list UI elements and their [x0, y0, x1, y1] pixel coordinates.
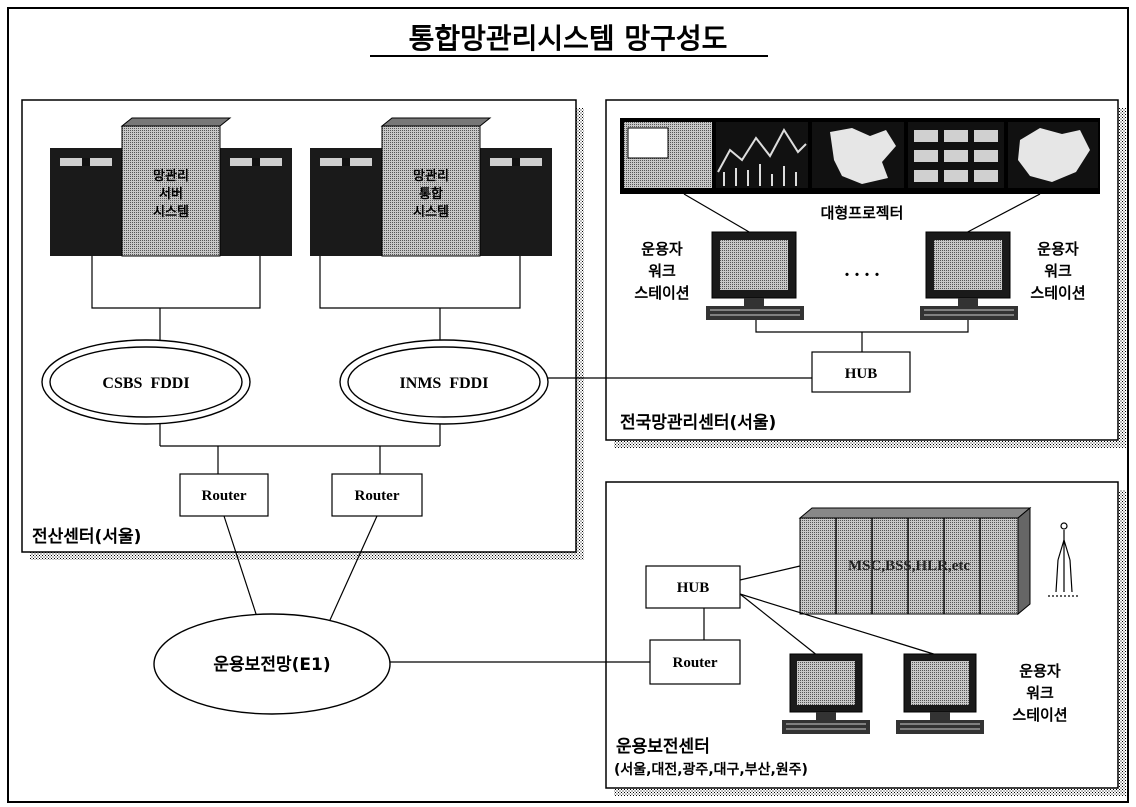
ops-ws-label-2: 워크 — [1026, 684, 1054, 702]
ws-dots: . . . . — [845, 259, 880, 281]
ops-hub-label: HUB — [677, 580, 710, 596]
proj-link-right — [959, 193, 1041, 237]
computing-center: 망관리 서버 시스템 망관리 통합 시스템 — [21, 99, 584, 560]
national-hub — [811, 351, 911, 393]
proj-link-left — [683, 193, 757, 237]
workstation-right — [920, 231, 1018, 320]
fddi-right-label: INMS FDDI — [400, 375, 489, 392]
diagram-title: 통합망관리시스템 망구성도 — [409, 22, 728, 55]
national-center: 대형프로젝터 운용자 워크 스테이션 운용자 워크 스테이션 . . . . — [605, 99, 1126, 448]
ws-left-label-1: 운용자 — [641, 240, 683, 258]
ws-left-label-3: 스테이션 — [634, 284, 689, 302]
cabinet-label: MSC,BSS,HLR,etc — [848, 558, 970, 574]
ws-right-label-1: 운용자 — [1037, 240, 1079, 258]
server-right-label-2: 통합 — [419, 186, 443, 202]
server-right-label-1: 망관리 — [413, 168, 449, 184]
router-left — [179, 473, 269, 517]
antenna-icon — [1048, 522, 1080, 597]
router-right — [331, 473, 423, 517]
e1-network-label: 운용보전망(E1) — [213, 655, 330, 675]
ws-hub-links — [755, 320, 969, 352]
projector-panels — [620, 118, 1100, 194]
server-left-label-2: 서버 — [159, 186, 183, 202]
fddi-ring-right: INMS FDDI — [339, 339, 549, 425]
fddi-ring-left: CSBS FDDI — [41, 339, 251, 425]
e1-network: 운용보전망(E1) — [153, 515, 650, 715]
router-right-label: Router — [355, 488, 400, 504]
operations-center: MSC,BSS,HLR,etc HUB Router — [605, 481, 1126, 796]
server-links — [91, 256, 521, 340]
computing-center-label: 전산센터(서울) — [32, 527, 141, 547]
ops-hub — [645, 565, 741, 609]
switching-cabinet: MSC,BSS,HLR,etc — [798, 506, 1032, 616]
ws-right-label-2: 워크 — [1044, 262, 1072, 280]
ops-workstation-1 — [782, 653, 870, 734]
national-center-label: 전국망관리센터(서울) — [620, 413, 776, 433]
ws-left-label-2: 워크 — [648, 262, 676, 280]
national-hub-label: HUB — [845, 366, 878, 382]
server-group-right: 망관리 통합 시스템 — [310, 117, 552, 257]
ops-hub-links — [703, 565, 941, 657]
server-right-label-3: 시스템 — [413, 205, 449, 220]
projector-label: 대형프로젝터 — [821, 204, 904, 222]
server-left-label-3: 시스템 — [153, 205, 189, 220]
ops-workstation-2 — [896, 653, 984, 734]
fddi-left-label: CSBS FDDI — [102, 375, 189, 392]
ws-right-label-3: 스테이션 — [1030, 284, 1085, 302]
server-group-left: 망관리 서버 시스템 — [50, 117, 292, 257]
ops-router-label: Router — [673, 655, 718, 671]
ops-ws-label-1: 운용자 — [1019, 662, 1061, 680]
server-left-label-1: 망관리 — [153, 168, 189, 184]
ops-router — [649, 639, 741, 685]
ops-center-sublabel: (서울,대전,광주,대구,부산,원주) — [614, 761, 808, 778]
ops-center-label: 운용보전센터 — [616, 737, 710, 757]
ops-ws-label-3: 스테이션 — [1012, 706, 1067, 724]
workstation-left — [706, 231, 804, 320]
router-left-label: Router — [202, 488, 247, 504]
fddi-router-links — [159, 424, 441, 474]
